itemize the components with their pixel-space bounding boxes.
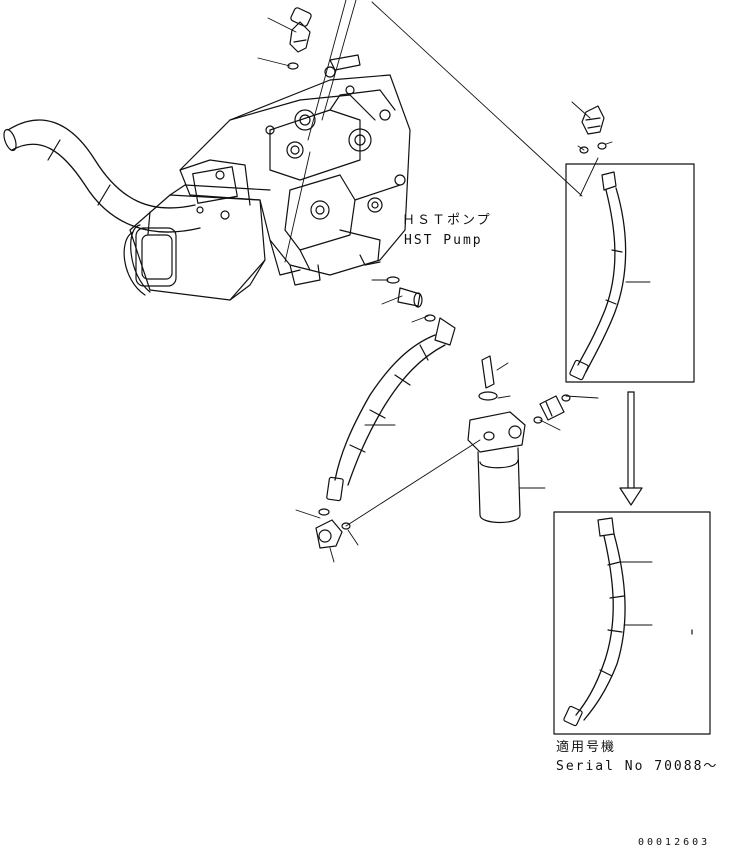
document-number: 00012603 bbox=[638, 837, 711, 848]
hst-pump-label-jp: ＨＳＴポンプ bbox=[402, 213, 492, 228]
hst-pump bbox=[123, 54, 411, 301]
down-arrow-icon bbox=[619, 391, 643, 506]
leader-lines bbox=[257, 0, 653, 626]
lower-elbow-fitting bbox=[315, 508, 351, 549]
serial-label-jp: 適用号機 bbox=[556, 740, 617, 755]
hst-pump-label-en: HST Pump bbox=[404, 233, 483, 248]
oil-filter bbox=[467, 355, 571, 524]
upper-right-fitting bbox=[579, 105, 607, 154]
hose-detail-box-lower bbox=[553, 511, 711, 735]
hose-detail-box-upper bbox=[565, 163, 695, 383]
middle-hose bbox=[326, 317, 456, 502]
serial-label-en: Serial No 70088～ bbox=[556, 759, 719, 774]
top-elbow-fitting bbox=[287, 7, 312, 70]
suction-hose bbox=[3, 119, 201, 235]
